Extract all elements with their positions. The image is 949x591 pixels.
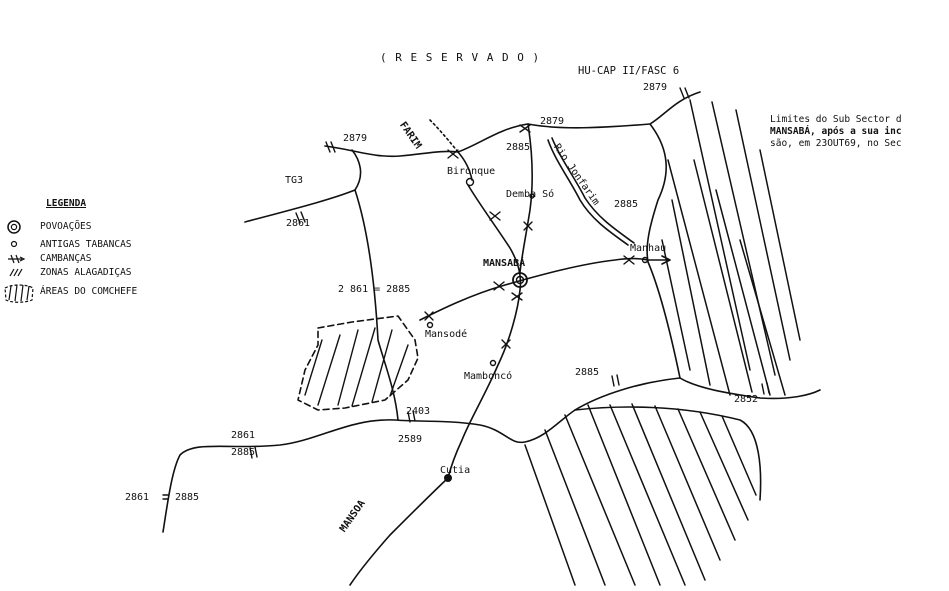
demba-so-road [519, 123, 533, 273]
place-mansaba: MANSABÁ [483, 258, 526, 269]
sw-inner-boundary [574, 406, 762, 501]
label-2885-mid: 2885 [575, 367, 600, 378]
label-2885-center: 2885 [506, 142, 531, 153]
label-2861-left: 2861 [286, 218, 311, 229]
area-comchefe-icon [4, 284, 34, 303]
label-2885-right: 2885 [614, 199, 639, 210]
place-manhau: Manhau [630, 243, 667, 254]
cambanca-5 [493, 281, 505, 291]
label-2879-center: 2879 [540, 116, 565, 127]
farim-road [429, 119, 459, 153]
rio-jonfarim-line-a [547, 139, 629, 246]
label-tg3: TG3 [285, 175, 304, 186]
cambanca-8 [501, 339, 511, 349]
label-2885-bottom: 2885 [175, 492, 200, 503]
bironque-marker [465, 177, 475, 187]
note-line-2: MANSABÁ, após a sua inc [770, 126, 902, 137]
cambanca-crossings [424, 124, 635, 349]
rio-jonfarim-line-b [551, 137, 635, 244]
cambanca-icon [8, 254, 26, 264]
label-2852: 2852 [734, 394, 759, 405]
mansode-mansaba-road [419, 257, 649, 321]
east-south-boundary [647, 261, 821, 400]
legend-row-areas-comchefe: ÁREAS DO COMCHEFE [0, 282, 190, 304]
cambanca-1 [447, 149, 459, 159]
label-2879-top-right: 2879 [643, 82, 668, 93]
tg3-road [244, 149, 362, 223]
label-2861-bottom: 2861 [125, 492, 150, 503]
legend-label-zonas-alagadicas: ZONAS ALAGADIÇAS [40, 267, 132, 278]
zona-alagadica-icon [9, 268, 23, 277]
label-2879-left: 2879 [343, 133, 368, 144]
document-reference: HU-CAP II/FASC 6 [578, 65, 680, 77]
note-line-3: são, em 23OUT69, no Sec [770, 138, 902, 149]
bironque-branch [457, 151, 473, 181]
label-2885-low: 2885 [231, 447, 256, 458]
legend-row-cambancas: CAMBANÇAS [0, 252, 190, 266]
cambanca-3 [489, 211, 501, 221]
legend-label-areas-comchefe: ÁREAS DO COMCHEFE [40, 286, 138, 297]
mansoa-road [349, 477, 449, 586]
legend-title: LEGENDA [46, 198, 87, 209]
antigas-tabancas [426, 177, 649, 367]
place-cutia: Cutia [440, 465, 471, 476]
northeast-boundary-line [646, 123, 667, 263]
legend-label-antigas-tabancas: ANTIGAS TABANCAS [40, 239, 132, 250]
cambanca-4 [523, 221, 533, 231]
manhau-arrow-head [661, 255, 671, 265]
farim-mansaba-road [447, 184, 522, 479]
cambanca-7 [424, 311, 434, 321]
demba-so-marker [529, 193, 535, 199]
reserved-header: ( R E S E R V A D O ) [380, 51, 541, 64]
antiga-tabanca-icon [10, 240, 18, 248]
mansode-marker [426, 321, 434, 329]
cambanca-2 [519, 124, 531, 133]
sub-sector-note: Limites do Sub Sector d MANSABÁ, após a … [770, 114, 945, 150]
label-2589: 2589 [398, 434, 423, 445]
povoacao-icon [7, 220, 21, 234]
southeast-hatched-region [524, 403, 757, 586]
place-demba-so: Demba Só [506, 189, 555, 200]
mansaba-povoacao-icon [512, 272, 528, 288]
east-hatched-region [661, 99, 801, 396]
legend-row-zonas-alagadicas: ZONAS ALAGADIÇAS [0, 266, 190, 280]
cutia-marker [444, 474, 452, 482]
label-2403: 2403 [406, 406, 431, 417]
note-line-1: Limites do Sub Sector d [770, 114, 902, 125]
cambanca-6 [511, 292, 523, 301]
legend-label-povoacoes: POVOAÇÕES [40, 221, 92, 232]
place-mansode: Mansodé [425, 329, 468, 340]
place-bironque: Bironque [447, 166, 496, 177]
legend-label-cambancas: CAMBANÇAS [40, 253, 92, 264]
manhau-marker [641, 256, 649, 264]
label-2861-low: 2861 [231, 430, 256, 441]
label-2861-2885: 2 861 = 2885 [338, 284, 411, 295]
boundary-ticks [162, 87, 770, 500]
place-mamboncó: Mamboncó [464, 371, 513, 382]
mamboncó-marker [489, 359, 497, 367]
comchefe-hatching [304, 327, 409, 407]
cambanca-9 [623, 255, 635, 265]
legend-row-povoacoes: POVOAÇÕES [0, 220, 190, 234]
legend-row-antigas-tabancas: ANTIGAS TABANCAS [0, 238, 190, 252]
comchefe-dashed-area [297, 315, 419, 411]
